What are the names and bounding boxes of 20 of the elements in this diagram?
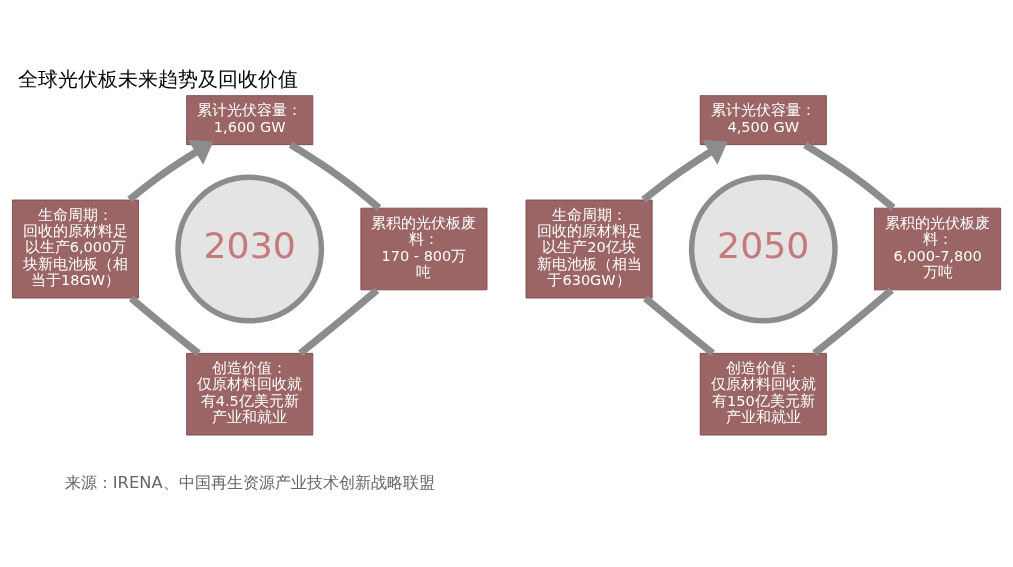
- connector: [288, 141, 382, 211]
- node-circle: 2030: [175, 174, 325, 324]
- node-box: 累计光伏容量： 1,600 GW: [186, 95, 314, 146]
- connector: [298, 287, 380, 357]
- node-box: 累计光伏容量： 4,500 GW: [699, 95, 827, 146]
- connector: [812, 287, 894, 357]
- node-box: 创造价值： 仅原材料回收就有150亿美元新产业和就业: [699, 352, 827, 436]
- node-box: 生命周期： 回收的原材料足以生产20亿块新电池板（相当于630GW）: [525, 199, 653, 299]
- arrow: [641, 139, 728, 203]
- connector: [128, 295, 201, 357]
- diagram-title: 全球光伏板未来趋势及回收价值: [18, 67, 299, 92]
- arrow: [127, 139, 214, 203]
- connector: [803, 141, 896, 211]
- node-circle: 2050: [688, 174, 838, 324]
- node-box: 累积的光伏板废料： 170 - 800万吨: [360, 207, 488, 291]
- connector: [643, 295, 715, 357]
- node-box: 创造价值： 仅原材料回收就有4.5亿美元新产业和就业: [186, 352, 314, 436]
- caption: 来源：IRENA、中国再生资源产业技术创新战略联盟: [64, 473, 435, 493]
- node-box: 生命周期： 回收的原材料足以生产6,000万块新电池板（相当于18GW）: [11, 199, 139, 299]
- node-box: 累积的光伏板废料： 6,000-7,800万吨: [874, 207, 1002, 291]
